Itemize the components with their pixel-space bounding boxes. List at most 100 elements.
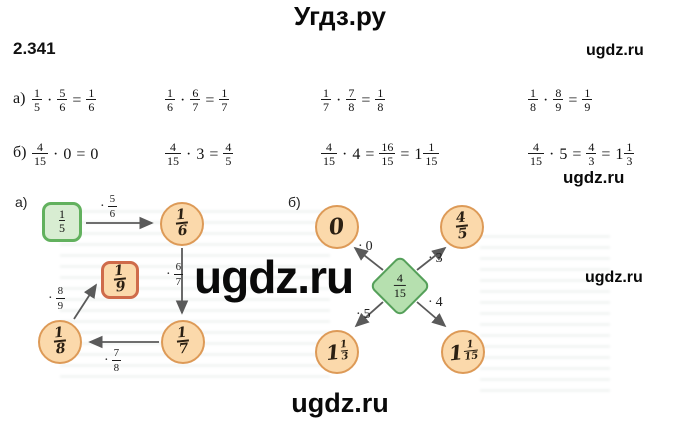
multiplier: 0	[63, 146, 72, 163]
watermark-under-equations: ugdz.ru	[563, 168, 625, 187]
dot-operator: ·	[186, 146, 192, 163]
diagram-a-label: а)	[15, 194, 28, 210]
edge-label-times-5: · 5	[356, 307, 371, 322]
equals-sign: =	[209, 146, 219, 163]
equals-sign: =	[400, 146, 410, 163]
equals-sign: =	[601, 146, 611, 163]
multiplier: 4	[352, 146, 361, 163]
edge-label-times-0: · 0	[358, 239, 373, 254]
diagram-b-label: б)	[288, 194, 301, 210]
page-title: Угдз.ру	[294, 1, 386, 31]
dot-operator: ·	[336, 92, 342, 109]
result: 0	[90, 146, 99, 163]
dot-operator: ·	[549, 146, 555, 163]
watermark-bottom: ugdz.ru	[291, 388, 389, 418]
answer-node-0: 0	[315, 205, 359, 249]
equals-sign: =	[72, 92, 82, 109]
dot-operator: ·	[180, 92, 186, 109]
dot-operator: ·	[53, 146, 59, 163]
handwritten-zero: 0	[327, 213, 347, 241]
dot-operator: ·	[47, 92, 53, 109]
equals-sign: =	[568, 92, 578, 109]
problem-number: 2.341	[13, 39, 56, 58]
equals-sign: =	[365, 146, 375, 163]
edge-label-times-4: · 4	[428, 295, 443, 310]
page-bleed-texture	[480, 235, 610, 400]
row-a-label: а)	[13, 90, 26, 107]
equals-sign: =	[76, 146, 86, 163]
dot-operator: ·	[543, 92, 549, 109]
equals-sign: =	[572, 146, 582, 163]
multiplier: 5	[559, 146, 568, 163]
dot-operator: ·	[342, 146, 348, 163]
multiplier: 3	[196, 146, 205, 163]
edge-label-times-3: · 3	[428, 251, 443, 266]
watermark-mid-right: ugdz.ru	[585, 269, 643, 286]
equals-sign: =	[205, 92, 215, 109]
watermark-center: ugdz.ru	[194, 251, 354, 303]
watermark-top-right: ugdz.ru	[586, 42, 644, 59]
row-b-label: б)	[13, 144, 27, 161]
equals-sign: =	[361, 92, 371, 109]
